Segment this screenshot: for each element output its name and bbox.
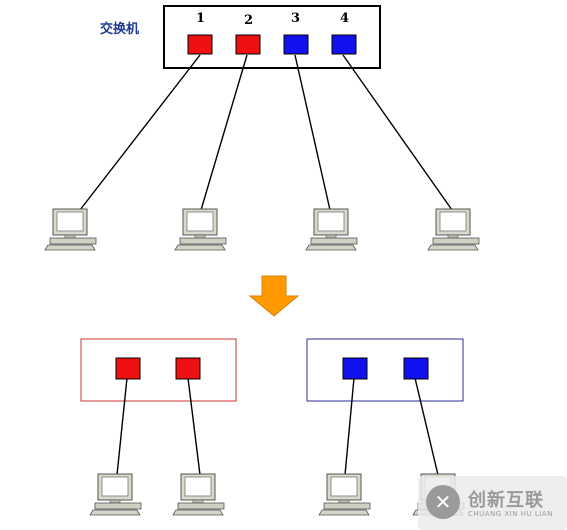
vlan-red-port-1 (115, 357, 141, 380)
top-connections (79, 54, 453, 211)
pc-icon (44, 208, 97, 251)
switch-port-1 (187, 34, 213, 55)
vlan-blue-port-1 (342, 357, 368, 380)
switch-port-3 (283, 34, 309, 55)
watermark: ✕ 创新互联 CHUANG XIN HU LIAN (418, 476, 567, 530)
pc-icon (427, 208, 480, 251)
pc-icon (318, 473, 371, 516)
switch-label: 交换机 (100, 22, 140, 37)
pc-icon (305, 208, 358, 251)
port-number-4: 4 (340, 11, 350, 26)
switch-port-2 (235, 34, 261, 55)
vlan-red-box (80, 338, 237, 402)
vlan-blue-port-2 (403, 357, 429, 380)
vlan-red-port-2 (175, 357, 201, 380)
vlan-blue-box (306, 338, 464, 402)
watermark-subtitle: CHUANG XIN HU LIAN (468, 510, 553, 518)
pc-icon (172, 473, 225, 516)
port-number-3: 3 (291, 11, 301, 26)
watermark-logo-icon: ✕ (426, 485, 460, 519)
bottom-connections (116, 377, 439, 476)
port-number-1: 1 (196, 11, 206, 26)
switch-port-4 (331, 34, 357, 55)
watermark-title: 创新互联 (468, 490, 544, 511)
pc-icon (89, 473, 142, 516)
pc-icon (174, 208, 227, 251)
down-arrow-icon (248, 275, 300, 317)
port-number-2: 2 (244, 13, 254, 28)
